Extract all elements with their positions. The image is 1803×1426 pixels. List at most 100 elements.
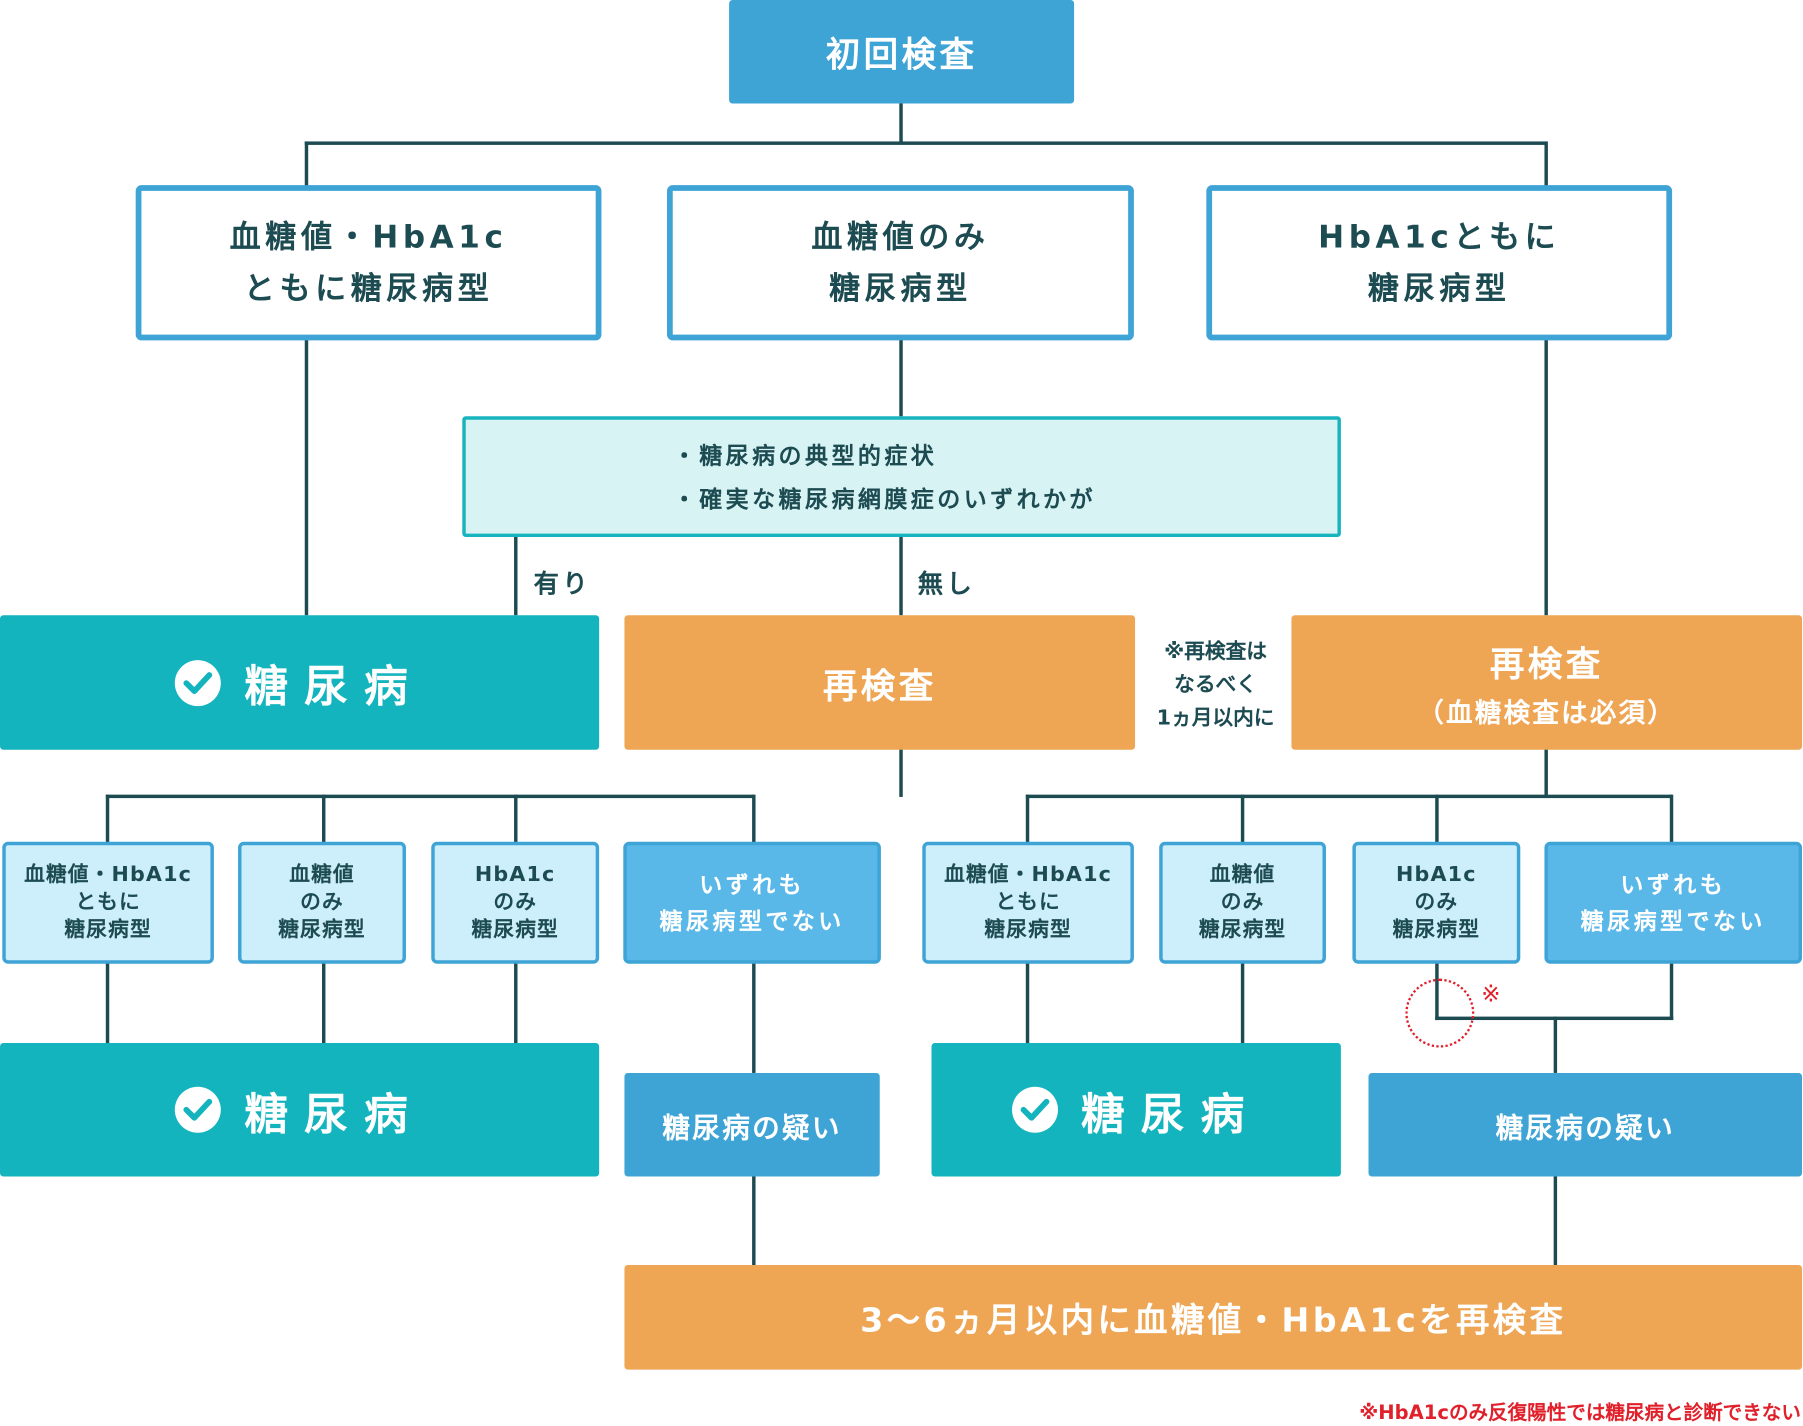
node-label: 糖尿病の疑い — [1495, 1111, 1675, 1144]
branch-no-label: 無し — [917, 570, 976, 600]
node-label: ・確実な糖尿病網膜症のいずれかが — [672, 484, 1096, 513]
node-label: 血糖値 — [1209, 862, 1276, 887]
node-label: のみ — [300, 890, 344, 915]
connector — [105, 794, 110, 843]
connector — [304, 141, 309, 188]
node-label: ともに — [995, 890, 1061, 915]
node-label: 血糖値・HbA1c — [24, 862, 193, 887]
connector — [1240, 794, 1245, 843]
result-both-node: 血糖値・HbA1c ともに糖尿病型 — [2, 841, 214, 964]
diabetes-result-node: 糖尿病 — [0, 615, 600, 750]
retest-timing-note: ※再検査はなるべく 1ヵ月以内に — [1145, 635, 1285, 735]
node-label: 糖尿病型 — [1198, 917, 1287, 942]
node-label: 3〜6ヵ月以内に血糖値・HbA1cを再検査 — [860, 1300, 1567, 1340]
connector — [752, 962, 756, 1073]
node-label: ともに — [75, 890, 141, 915]
node-label: 糖尿病型 — [829, 270, 972, 307]
initial-test-node: 初回検査 — [729, 0, 1075, 104]
diabetes-result-node: 糖尿病 — [931, 1043, 1341, 1177]
node-label: 初回検査 — [825, 35, 978, 76]
connector — [322, 794, 326, 843]
node-label: いずれも — [699, 870, 805, 899]
node-label: 糖尿病型でない — [1580, 907, 1766, 935]
retest-node: 再検査 — [624, 615, 1136, 750]
connector — [105, 794, 755, 799]
connector — [1240, 962, 1245, 1044]
node-label: 再検査 — [1489, 644, 1604, 685]
connector — [899, 339, 903, 417]
node-label: 糖尿病 — [1080, 1088, 1261, 1140]
node-label: 糖尿病型 — [1392, 917, 1481, 942]
branch-yes-label: 有り — [533, 570, 592, 600]
connector — [1435, 794, 1439, 843]
connector — [1553, 1016, 1558, 1073]
node-label: 糖尿病型 — [984, 917, 1072, 942]
node-label: 血糖値・HbA1c — [229, 219, 508, 255]
connector — [752, 1175, 756, 1265]
node-sublabel: （血糖検査は必須） — [1417, 698, 1677, 729]
node-label: 糖尿病型 — [471, 917, 559, 942]
symptom-condition-node: ・糖尿病の典型的症状・確実な糖尿病網膜症のいずれかが — [462, 416, 1341, 538]
result-glucose-only-node: 血糖値のみ糖尿病型 — [1159, 841, 1326, 964]
connector — [1025, 794, 1673, 799]
connector — [1025, 794, 1030, 843]
note-line: 1ヵ月以内に — [1156, 706, 1275, 731]
node-label: ・糖尿病の典型的症状 — [672, 441, 938, 469]
check-icon — [175, 659, 222, 706]
retest-3-6-months-node: 3〜6ヵ月以内に血糖値・HbA1cを再検査 — [624, 1265, 1803, 1370]
connector — [899, 535, 903, 616]
node-label: 糖尿病型でない — [659, 907, 845, 935]
node-label: HbA1c — [474, 862, 556, 887]
node-label: いずれも — [1620, 870, 1727, 899]
suspected-diabetes-node: 糖尿病の疑い — [1368, 1072, 1803, 1177]
note-line: なるべく — [1174, 672, 1257, 697]
category-hba1c-node: HbA1cともに糖尿病型 — [1206, 185, 1673, 341]
connector — [304, 141, 1547, 145]
connector — [304, 339, 309, 616]
result-none-node: いずれも糖尿病型でない — [1544, 841, 1803, 964]
node-label: 糖尿病型 — [64, 917, 152, 942]
connector — [322, 962, 326, 1044]
node-label: 糖尿病 — [244, 661, 424, 712]
category-both-node: 血糖値・HbA1c ともに糖尿病型 — [135, 185, 602, 341]
node-label: 再検査 — [822, 666, 937, 707]
suspected-diabetes-node: 糖尿病の疑い — [624, 1072, 880, 1177]
connector — [1025, 962, 1030, 1044]
connector — [105, 962, 110, 1044]
note-line: ※再検査は — [1164, 639, 1268, 664]
node-label: のみ — [1414, 890, 1459, 915]
footnote: ※HbA1cのみ反復陽性では糖尿病と診断できない — [1359, 1401, 1801, 1425]
node-label: 糖尿病の疑い — [662, 1111, 842, 1144]
node-label: 血糖値・HbA1c — [944, 862, 1113, 887]
node-label: のみ — [493, 890, 538, 915]
node-label: 糖尿病 — [244, 1088, 424, 1140]
connector — [899, 103, 903, 144]
node-label: 糖尿病型 — [1367, 270, 1511, 307]
connector — [1544, 748, 1548, 797]
result-hba1c-only-node: HbA1c のみ糖尿病型 — [431, 841, 600, 964]
check-icon — [1011, 1086, 1058, 1133]
connector — [1544, 339, 1548, 616]
node-label: ともに糖尿病型 — [243, 270, 494, 307]
connector — [1669, 962, 1674, 1021]
category-glucose-node: 血糖値のみ糖尿病型 — [667, 185, 1134, 341]
node-label: 血糖値のみ — [811, 219, 990, 255]
result-both-node: 血糖値・HbA1c ともに糖尿病型 — [922, 841, 1134, 964]
node-label: 血糖値 — [289, 862, 355, 887]
connector — [1669, 794, 1674, 843]
connector — [752, 794, 756, 843]
result-glucose-only-node: 血糖値のみ糖尿病型 — [238, 841, 406, 964]
connector — [1553, 1175, 1558, 1265]
connector — [899, 748, 903, 797]
hba1c-only-highlight-circle — [1405, 978, 1475, 1048]
node-label: 糖尿病型 — [278, 917, 366, 942]
connector — [514, 794, 518, 843]
node-label: HbA1cともに — [1318, 219, 1561, 255]
connector — [514, 535, 518, 616]
retest-glucose-required-node: 再検査 （血糖検査は必須） — [1291, 615, 1803, 750]
connector — [1544, 141, 1548, 188]
diabetes-result-node: 糖尿病 — [0, 1043, 600, 1177]
result-none-node: いずれも糖尿病型でない — [623, 841, 881, 964]
